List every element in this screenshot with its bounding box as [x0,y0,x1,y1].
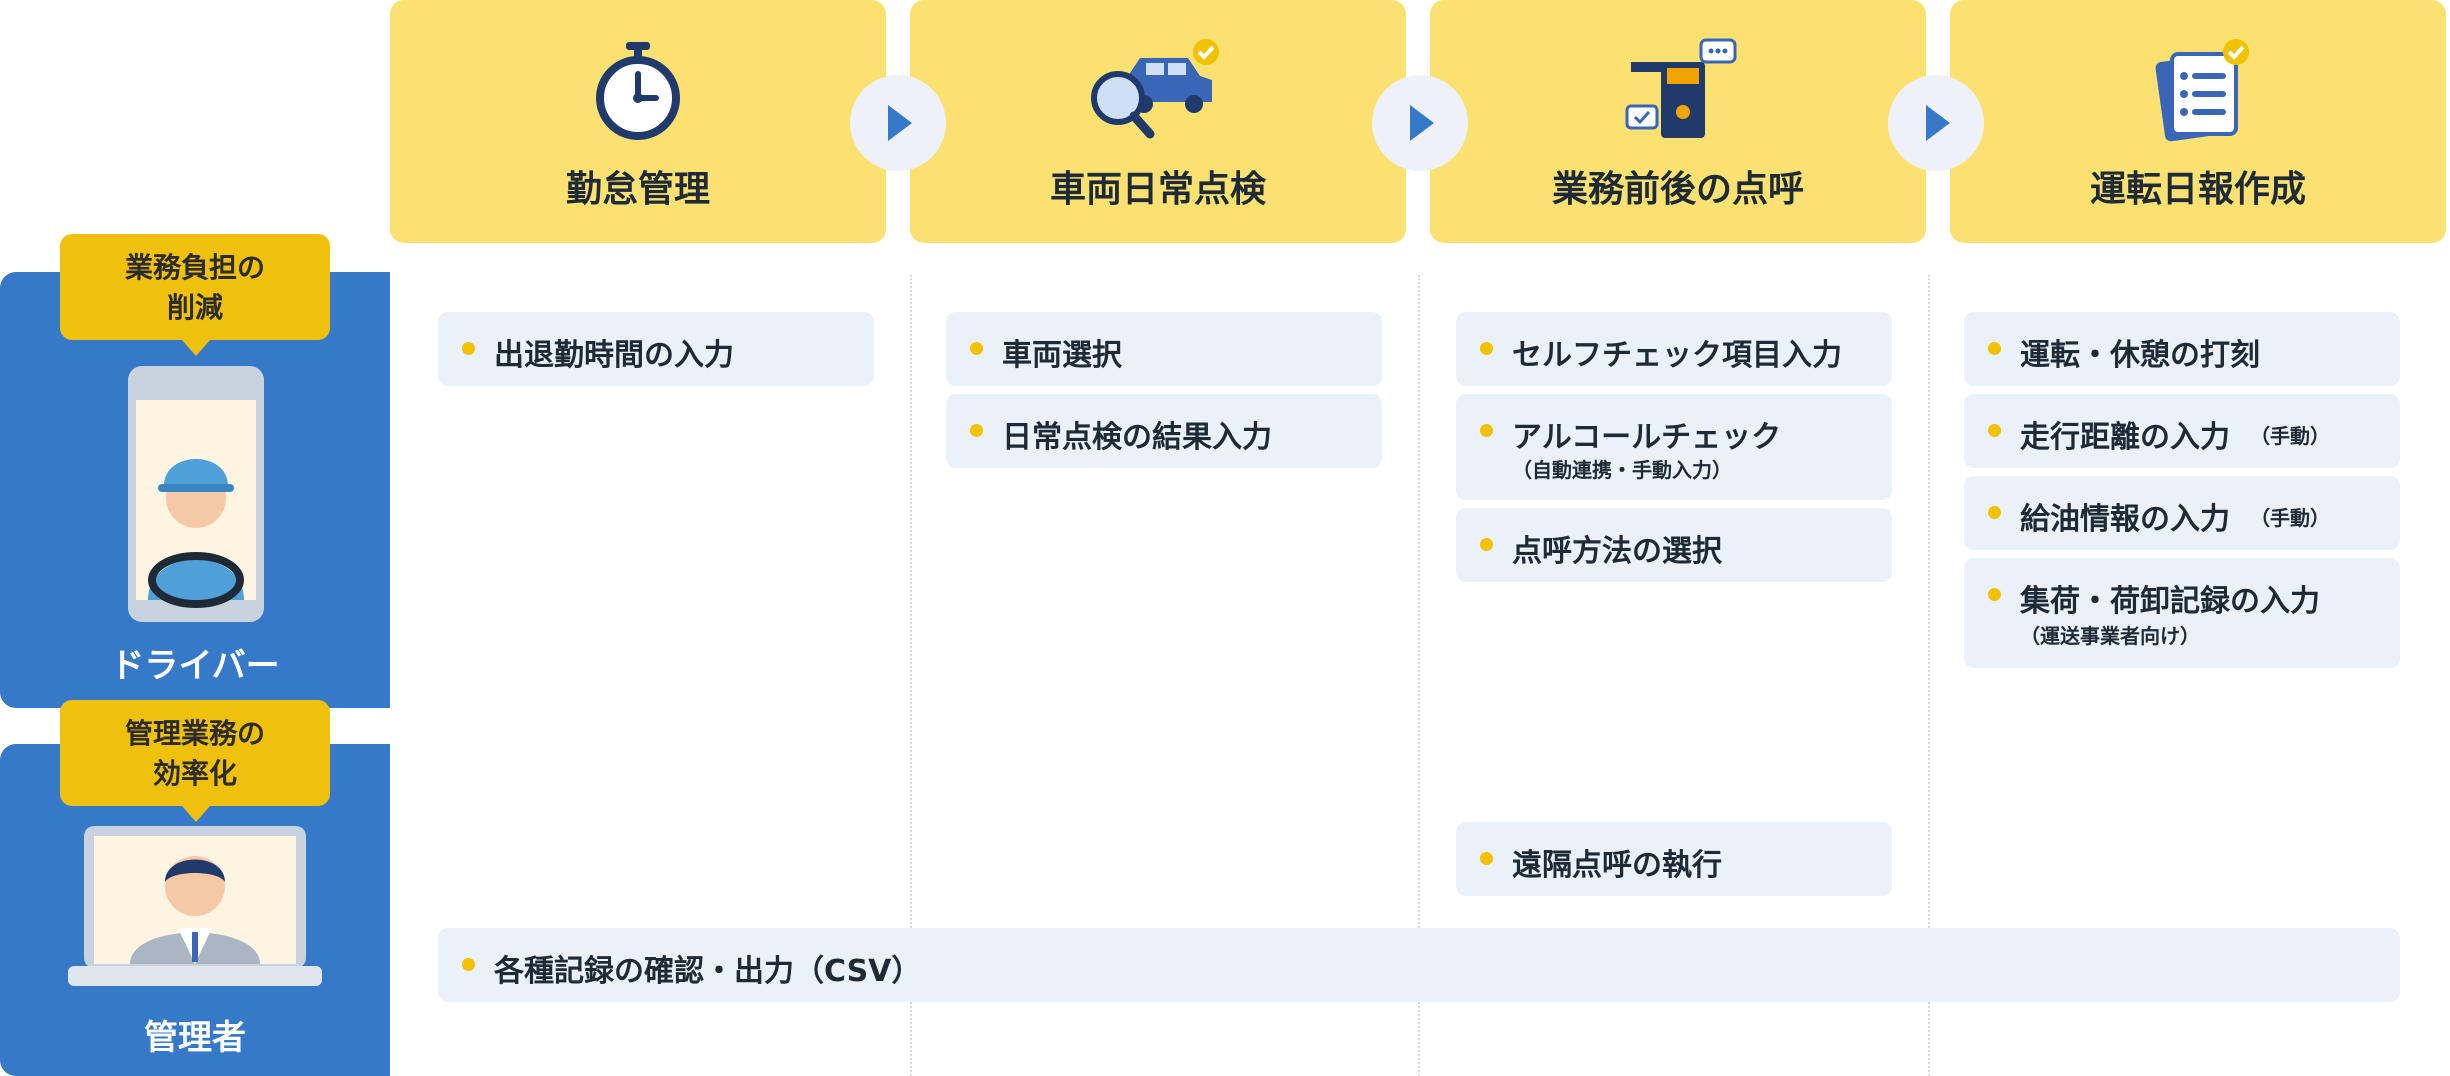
task-label: 遠隔点呼の執行 [1512,848,1722,883]
bullet-dot [1480,852,1493,865]
bullet-dot [1988,506,2001,519]
task-rollcall-method: 点呼方法の選択 [1456,508,1892,582]
task-label: 日常点検の結果入力 [1002,420,1272,455]
report-checklist-icon [2155,39,2249,142]
task-label: アルコールチェック [1512,420,1782,455]
task-vehicle-select: 車両選択 [946,312,1382,386]
bullet-dot [1988,424,2001,437]
task-cargo-record: 集荷・荷卸記録の入力 （運送事業者向け） [1964,558,2400,668]
task-self-check: セルフチェック項目入力 [1456,312,1892,386]
column-header-vehicle-check: 車両日常点検 [910,0,1406,243]
task-note: （運送事業者向け） [2020,624,2200,648]
driver-benefit-bubble: 業務負担の 削減 [60,234,330,356]
column-title: 車両日常点検 [1049,169,1266,210]
bullet-dot [1988,588,2001,601]
flow-arrow-3 [1888,75,1984,171]
manager-benefit-bubble: 管理業務の 効率化 [60,700,330,822]
column-divider [910,275,912,1076]
bullet-dot [462,342,475,355]
role-label-manager: 管理者 [144,1018,246,1058]
column-divider [1928,275,1930,1076]
bubble-line: 業務負担の [124,251,265,284]
task-distance-input: 走行距離の入力 （手動） [1964,394,2400,468]
flow-arrow-2 [1372,75,1468,171]
bubble-line: 削減 [166,291,223,324]
task-alcohol-check: アルコールチェック （自動連携・手動入力） [1456,394,1892,500]
bullet-dot [970,424,983,437]
driver-phone-illustration [128,366,264,622]
task-records-export: 各種記録の確認・出力（CSV） [438,928,2400,1002]
bullet-dot [1480,424,1493,437]
task-label: セルフチェック項目入力 [1512,338,1842,373]
task-note: （手動） [2250,506,2330,530]
bullet-dot [1988,342,2001,355]
task-label: 点呼方法の選択 [1512,534,1722,569]
bullet-dot [1480,538,1493,551]
play-arrow-icon [888,105,912,141]
task-note: （自動連携・手動入力） [1512,458,1732,482]
task-label: 車両選択 [1002,338,1122,373]
task-label: 給油情報の入力 [2020,502,2230,537]
bullet-dot [970,342,983,355]
column-title: 勤怠管理 [565,169,710,210]
column-header-daily-report: 運転日報作成 [1950,0,2446,243]
column-header-roll-call: 業務前後の点呼 [1430,0,1926,243]
column-title: 運転日報作成 [2089,169,2306,210]
stopwatch-icon [596,42,680,140]
play-arrow-icon [1926,105,1950,141]
column-header-attendance: 勤怠管理 [390,0,886,243]
roll-call-icon [1625,38,1737,138]
bubble-line: 効率化 [152,757,237,790]
task-attendance-input: 出退勤時間の入力 [438,312,874,386]
task-label: 各種記録の確認・出力（CSV） [494,954,922,989]
column-divider [1418,275,1420,1076]
task-label: 出退勤時間の入力 [494,338,734,373]
task-drive-rest-stamp: 運転・休憩の打刻 [1964,312,2400,386]
bullet-dot [1480,342,1493,355]
manager-laptop-illustration [68,826,322,986]
task-label: 走行距離の入力 [2020,420,2230,455]
task-label: 集荷・荷卸記録の入力 [2020,584,2320,619]
bullet-dot [462,958,475,971]
role-label-driver: ドライバー [110,646,280,686]
task-daily-check-result: 日常点検の結果入力 [946,394,1382,468]
bubble-line: 管理業務の [124,717,265,750]
car-inspection-icon [1091,39,1219,139]
play-arrow-icon [1410,105,1434,141]
task-label: 運転・休憩の打刻 [2020,338,2260,373]
column-title: 業務前後の点呼 [1551,169,1804,210]
task-note: （手動） [2250,424,2330,448]
task-fuel-input: 給油情報の入力 （手動） [1964,476,2400,550]
flow-arrow-1 [850,75,946,171]
task-remote-rollcall: 遠隔点呼の執行 [1456,822,1892,896]
